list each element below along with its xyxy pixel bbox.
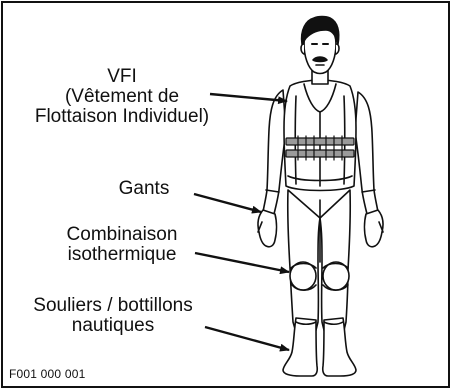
pfd-label-line2: (Vêtement de (20, 87, 224, 107)
wetsuit-label-line1: Combinaison (52, 225, 192, 245)
gloves-label: Gants (104, 179, 184, 199)
pfd-label-line3: Flottaison Individuel) (20, 107, 224, 127)
head (301, 17, 339, 85)
person-figure (258, 17, 383, 377)
gloves-arrow (194, 194, 261, 212)
boots-arrow (205, 327, 289, 350)
pfd-label: VFI (Vêtement de Flottaison Individuel) (20, 67, 224, 127)
pfd-vest (284, 80, 356, 191)
wetsuit-arrow (195, 253, 289, 272)
boots-label: Souliers / bottillons nautiques (17, 296, 209, 336)
figure-code: F001 000 001 (9, 367, 85, 381)
boots-label-line2: nautiques (17, 316, 209, 336)
boots-label-line1: Souliers / bottillons (17, 296, 209, 316)
wetsuit-label: Combinaison isothermique (52, 225, 192, 265)
gloves-label-text: Gants (104, 179, 184, 199)
wetsuit-label-line2: isothermique (52, 245, 192, 265)
pfd-label-line1: VFI (20, 67, 224, 87)
